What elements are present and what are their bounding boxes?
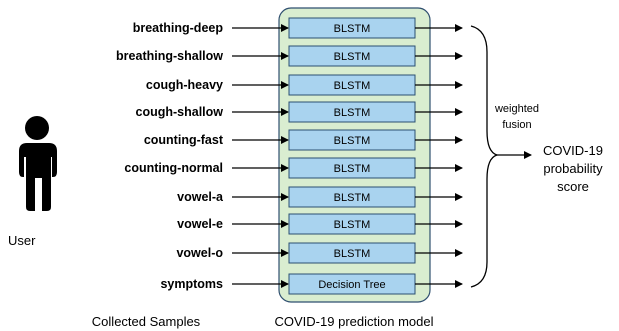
model-box-label: BLSTM bbox=[334, 23, 371, 35]
input-label: counting-fast bbox=[144, 133, 224, 147]
input-label: vowel-a bbox=[177, 190, 224, 204]
prediction-model-caption: COVID-19 prediction model bbox=[275, 314, 434, 329]
model-box-label: BLSTM bbox=[334, 248, 371, 260]
input-label: vowel-o bbox=[176, 246, 223, 260]
fusion-brace bbox=[470, 25, 500, 288]
collected-samples-caption: Collected Samples bbox=[92, 314, 201, 329]
person-icon bbox=[19, 116, 57, 211]
model-box-label: BLSTM bbox=[334, 163, 371, 175]
model-box-label: BLSTM bbox=[334, 51, 371, 63]
input-label: breathing-shallow bbox=[116, 49, 223, 63]
input-label: vowel-e bbox=[177, 217, 223, 231]
output-label-line1: COVID-19 bbox=[543, 143, 603, 158]
model-box-label: BLSTM bbox=[334, 80, 371, 92]
model-box-label: BLSTM bbox=[334, 219, 371, 231]
input-label: symptoms bbox=[160, 277, 223, 291]
model-box-label: BLSTM bbox=[334, 192, 371, 204]
model-box-label: Decision Tree bbox=[318, 279, 385, 291]
output-label-line2: probability bbox=[543, 161, 603, 176]
fusion-label-line2: fusion bbox=[502, 119, 531, 131]
user-label: User bbox=[8, 233, 36, 248]
model-box-label: BLSTM bbox=[334, 107, 371, 119]
model-box-label: BLSTM bbox=[334, 135, 371, 147]
output-label-line3: score bbox=[557, 179, 589, 194]
input-label: counting-normal bbox=[124, 161, 223, 175]
input-label: cough-heavy bbox=[146, 78, 223, 92]
input-label: breathing-deep bbox=[133, 21, 224, 35]
fusion-label-line1: weighted bbox=[494, 103, 539, 115]
input-label: cough-shallow bbox=[136, 105, 224, 119]
